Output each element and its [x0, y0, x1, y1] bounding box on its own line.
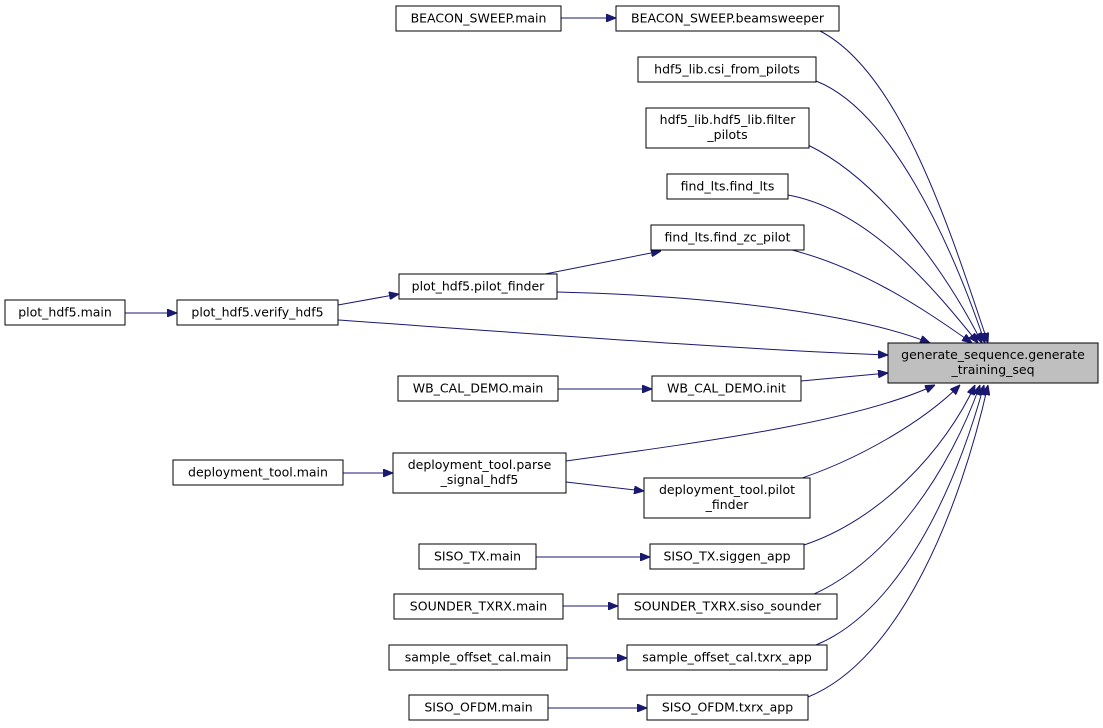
edge-siggen-to-root: [803, 385, 975, 546]
node-label: BEACON_SWEEP.main: [411, 11, 547, 26]
nodes: generate_sequence.generate _training_seq…: [4, 5, 1099, 721]
edge-verify-to-root: [337, 319, 888, 355]
node-label: SOUNDER_TXRX.siso_sounder: [634, 599, 822, 614]
node-beacon-sweep-main[interactable]: BEACON_SWEEP.main: [395, 5, 562, 32]
node-label-line2: _pilots: [706, 127, 747, 142]
node-wb-cal-demo-init[interactable]: WB_CAL_DEMO.init: [651, 375, 802, 402]
node-label-line2: _training_seq: [950, 362, 1034, 377]
node-label: SISO_OFDM.txrx_app: [662, 700, 793, 715]
node-label: WB_CAL_DEMO.init: [667, 381, 786, 396]
edge-wb-init-to-root: [800, 373, 888, 382]
edge-ofdm-to-root: [807, 385, 988, 698]
edge-verify-to-pilot-finder: [337, 294, 399, 306]
node-label: plot_hdf5.pilot_finder: [412, 279, 545, 294]
edge-deploy-parse-to-root: [565, 385, 935, 462]
edge-deploy-pilot-to-root: [789, 385, 960, 483]
edge-find-zc-to-root: [779, 246, 972, 343]
node-wb-cal-demo-main[interactable]: WB_CAL_DEMO.main: [397, 375, 559, 402]
node-label-line2: _finder: [705, 497, 750, 512]
node-label: find_lts.find_zc_pilot: [665, 230, 791, 245]
node-find-lts[interactable]: find_lts.find_lts: [666, 173, 789, 200]
node-plot-hdf5-main[interactable]: plot_hdf5.main: [4, 299, 126, 326]
node-label: SISO_TX.siggen_app: [663, 549, 790, 564]
node-label: deployment_tool.main: [188, 465, 328, 480]
node-sample-offset-cal-txrx-app[interactable]: sample_offset_cal.txrx_app: [626, 644, 828, 671]
edge-sounder-to-root: [811, 385, 980, 596]
node-beacon-sweep-beamsweeper[interactable]: BEACON_SWEEP.beamsweeper: [615, 5, 840, 32]
node-label: BEACON_SWEEP.beamsweeper: [631, 11, 825, 26]
node-label: sample_offset_cal.main: [405, 650, 552, 665]
edge-filter-to-root: [807, 144, 982, 343]
edge-beamsweeper-to-root: [817, 29, 988, 343]
node-label: SISO_TX.main: [434, 549, 521, 564]
node-generate-training-seq[interactable]: generate_sequence.generate _training_seq: [887, 342, 1099, 384]
node-find-zc-pilot[interactable]: find_lts.find_zc_pilot: [650, 224, 805, 251]
node-label: plot_hdf5.verify_hdf5: [191, 305, 323, 320]
node-label: hdf5_lib.csi_from_pilots: [654, 62, 800, 77]
node-label: WB_CAL_DEMO.main: [413, 381, 544, 396]
node-deployment-tool-main[interactable]: deployment_tool.main: [172, 459, 344, 486]
node-plot-hdf5-verify[interactable]: plot_hdf5.verify_hdf5: [176, 299, 339, 326]
node-sounder-txrx-siso-sounder[interactable]: SOUNDER_TXRX.siso_sounder: [617, 593, 838, 620]
edge-find-lts-to-root: [787, 194, 978, 343]
node-plot-hdf5-pilot-finder[interactable]: plot_hdf5.pilot_finder: [398, 273, 558, 300]
node-label: sample_offset_cal.txrx_app: [642, 650, 812, 665]
edge-zc-to-pilot-finder: [539, 251, 661, 276]
node-label: SOUNDER_TXRX.main: [410, 599, 547, 614]
edge-offset-to-root: [815, 385, 984, 646]
node-siso-ofdm-txrx-app[interactable]: SISO_OFDM.txrx_app: [646, 694, 809, 721]
node-label: plot_hdf5.main: [18, 305, 112, 320]
node-label-line1: deployment_tool.parse: [408, 457, 552, 472]
edge-csi-to-root: [815, 80, 985, 343]
edge-pilot-finder-to-root: [556, 291, 930, 343]
node-label-line1: deployment_tool.pilot: [659, 482, 795, 497]
node-deployment-tool-parse[interactable]: deployment_tool.parse _signal_hdf5: [392, 452, 567, 494]
node-label: find_lts.find_lts: [681, 179, 775, 194]
edges: [125, 18, 988, 708]
node-label-line1: generate_sequence.generate: [901, 347, 1085, 362]
node-label-line1: hdf5_lib.hdf5_lib.filter: [660, 112, 797, 127]
node-siso-tx-main[interactable]: SISO_TX.main: [418, 543, 537, 570]
node-label-line2: _signal_hdf5: [440, 472, 519, 487]
node-sample-offset-cal-main[interactable]: sample_offset_cal.main: [388, 644, 568, 671]
node-deployment-tool-pilot-finder[interactable]: deployment_tool.pilot _finder: [643, 477, 811, 519]
node-csi-from-pilots[interactable]: hdf5_lib.csi_from_pilots: [637, 56, 817, 83]
node-filter-pilots[interactable]: hdf5_lib.hdf5_lib.filter _pilots: [645, 107, 810, 149]
edge-parse-to-deploy-pilot: [565, 481, 644, 491]
node-label: SISO_OFDM.main: [424, 700, 532, 715]
node-siso-ofdm-main[interactable]: SISO_OFDM.main: [408, 694, 549, 721]
node-siso-tx-siggen-app[interactable]: SISO_TX.siggen_app: [649, 543, 805, 570]
node-sounder-txrx-main[interactable]: SOUNDER_TXRX.main: [393, 593, 564, 620]
